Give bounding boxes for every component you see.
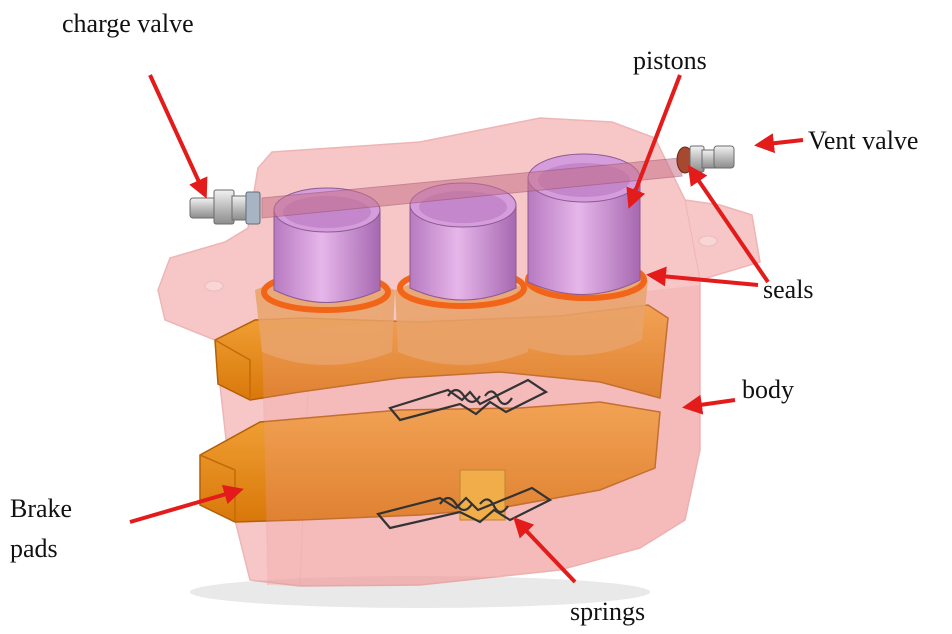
arrow-charge-valve [150,75,205,195]
charge-valve-fitting [190,190,260,224]
label-charge-valve: charge valve [62,9,194,38]
label-body: body [742,375,794,404]
label-vent-valve: Vent valve [808,126,918,155]
vent-valve-fitting [677,146,734,173]
label-springs: springs [570,597,645,626]
label-brake-pads-line1: Brake [10,494,72,523]
label-pistons: pistons [633,46,707,75]
arrow-vent-valve [758,140,803,145]
label-brake-pads-line2: pads [10,534,58,563]
label-seals: seals [763,275,814,304]
